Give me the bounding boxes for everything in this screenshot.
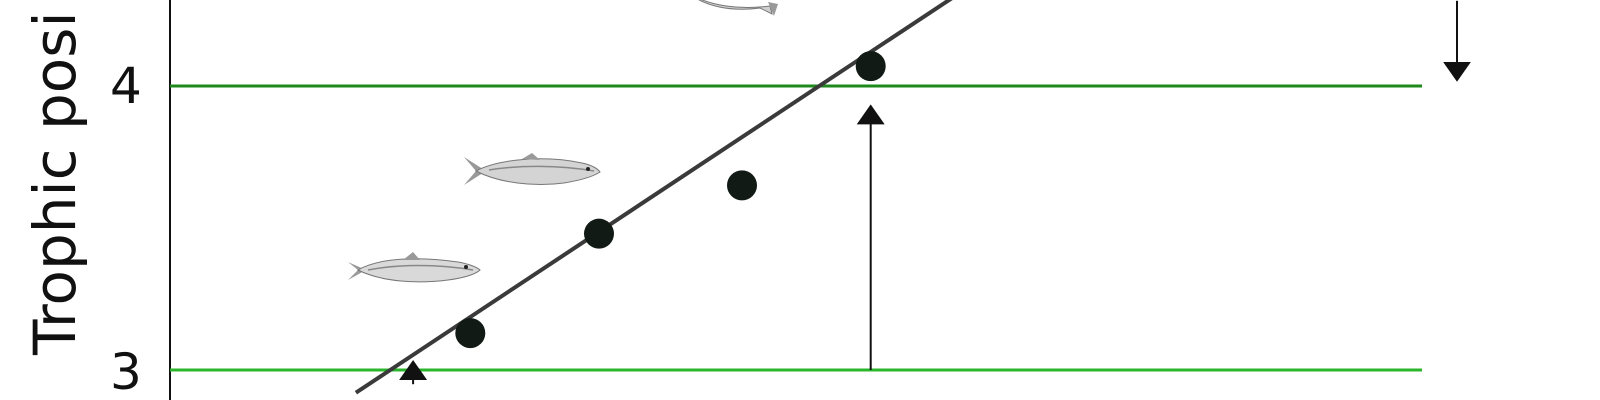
data-point-1 [584,218,614,249]
fish-small-illustration [348,252,481,283]
fish-top-illustration [698,0,778,16]
regression-line [354,0,953,395]
data-point-0 [455,318,486,349]
data-points [455,51,886,349]
fish-medium-illustration [464,153,601,185]
reference-lines [170,84,1422,372]
data-point-2 [727,170,757,201]
y-tick-label-4: 4 [110,57,142,115]
y-axis-label: Trophic posi [21,11,89,356]
arrows [399,0,1471,385]
y-tick-label-3: 3 [110,343,142,400]
data-point-3 [855,51,886,82]
